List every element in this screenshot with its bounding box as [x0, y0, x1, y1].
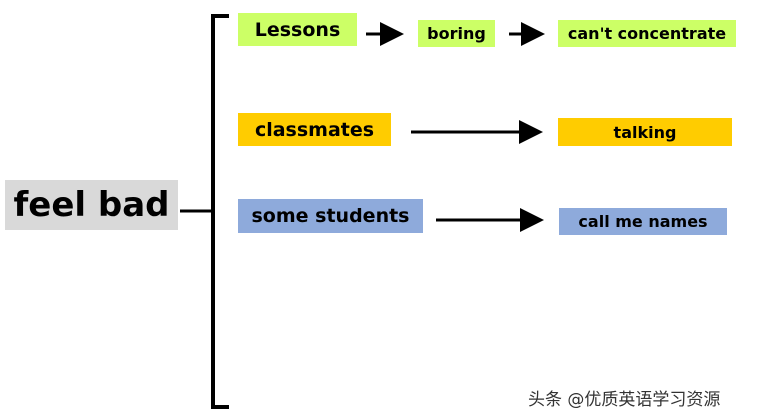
root-node-label: feel bad	[13, 185, 170, 225]
branch-node-some-students: some students	[238, 199, 423, 233]
step-node-boring: boring	[418, 20, 495, 47]
watermark-text: 头条 @优质英语学习资源	[528, 390, 721, 410]
root-node-feel-bad: feel bad	[5, 180, 178, 230]
branch-label-classmates: classmates	[254, 118, 375, 141]
step-label-boring: boring	[427, 24, 486, 43]
branch-label-some-students: some students	[251, 205, 410, 227]
step-label-cant-concentrate: can't concentrate	[567, 24, 727, 43]
branch-node-lessons: Lessons	[238, 13, 357, 46]
branch-label-lessons: Lessons	[254, 18, 341, 41]
branch-node-classmates: classmates	[238, 113, 391, 146]
step-label-talking: talking	[613, 122, 677, 142]
step-label-call-me-names: call me names	[578, 212, 708, 231]
step-node-cant-concentrate: can't concentrate	[558, 20, 736, 47]
step-node-talking: talking	[558, 118, 732, 146]
step-node-call-me-names: call me names	[559, 208, 727, 235]
